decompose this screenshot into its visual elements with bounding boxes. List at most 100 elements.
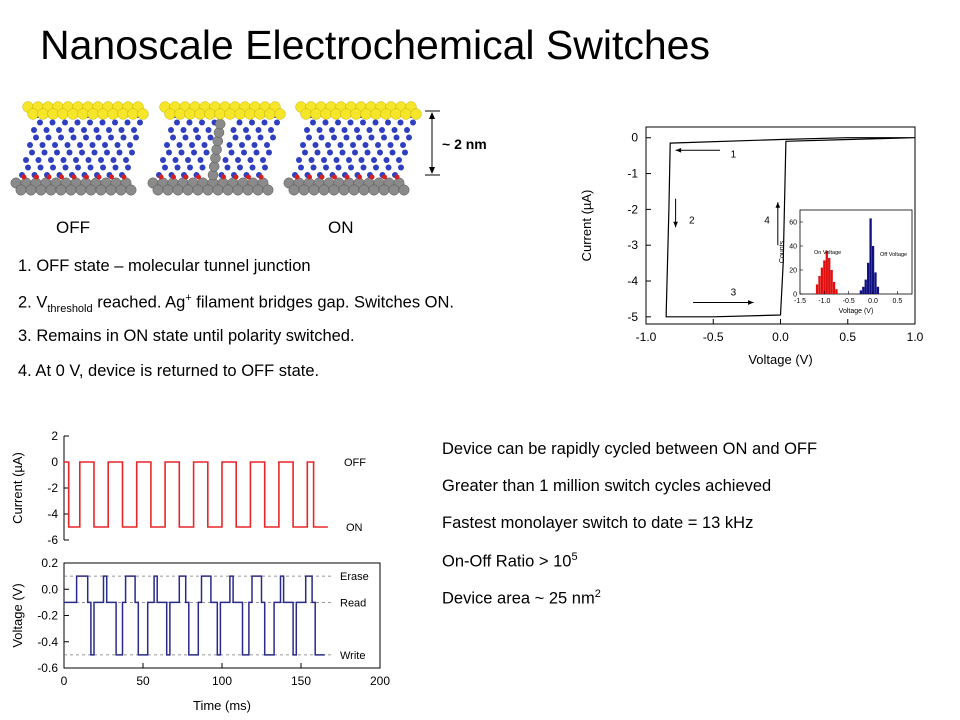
chain-atom (393, 134, 400, 141)
chain-atom (255, 127, 262, 133)
chain-atom (112, 164, 119, 171)
iv-y-tick-label: -1 (627, 167, 638, 181)
silver-atom (388, 184, 400, 196)
chain-atom (264, 142, 270, 148)
chain-atom (125, 164, 131, 171)
chain-atom (323, 164, 329, 171)
chain-atom (174, 164, 181, 171)
gold-atom (380, 108, 392, 120)
junction-panel (283, 101, 422, 196)
chain-atom (104, 149, 110, 156)
gold-atom (127, 108, 139, 120)
silver-atom (162, 184, 174, 196)
chain-atom (270, 134, 276, 141)
chain-atom (54, 149, 60, 156)
chain-atom (43, 127, 50, 133)
chain-atom (391, 127, 398, 133)
chain-atom (346, 157, 352, 163)
chain-atom (362, 142, 369, 148)
sulfur-atom (84, 174, 89, 180)
chain-atom (335, 119, 341, 126)
sulfur-atom (369, 174, 375, 180)
silver-atom (15, 184, 27, 196)
chain-atom (50, 164, 56, 171)
sulfur-atom (258, 174, 264, 180)
chain-atom (60, 157, 67, 163)
gold-atom (67, 108, 79, 120)
voltage-x-tick-label: 0 (61, 674, 68, 688)
iv-arrow-head (748, 300, 754, 305)
silver-atom (348, 184, 360, 196)
chain-atom (327, 149, 333, 156)
chain-atom (199, 164, 206, 171)
chain-atom (325, 142, 331, 148)
inset-y-tick-label: 40 (789, 244, 797, 251)
sulfur-atom (46, 174, 52, 180)
chain-atom (261, 119, 268, 126)
chain-atom (304, 127, 310, 133)
gold-atom (300, 108, 312, 120)
chain-atom (70, 134, 77, 141)
chain-atom (404, 127, 410, 133)
chain-atom (62, 164, 69, 171)
current-y-tick-label: -4 (47, 507, 58, 521)
silver-atom (298, 184, 310, 196)
gold-atom (274, 108, 286, 120)
chain-atom (243, 127, 249, 133)
step-item: 3. Remains in ON state until polarity sw… (18, 327, 355, 345)
inset-x-tick-label: 0.5 (893, 298, 903, 305)
chain-atom (164, 142, 170, 148)
chain-atom (360, 119, 366, 126)
chain-atom (235, 157, 241, 163)
inset-x-tick-label: -1.5 (794, 298, 806, 305)
silver-atom (125, 184, 137, 196)
iv-y-axis-label: Current (µA) (579, 190, 594, 262)
sulfur-atom (59, 174, 64, 180)
chain-atom (296, 157, 302, 163)
chain-atom (73, 157, 79, 163)
silver-atom (85, 184, 97, 196)
step-item: 2. Vthreshold reached. Ag+ filament brid… (18, 292, 455, 315)
chain-atom (245, 134, 251, 141)
chain-atom (106, 127, 112, 133)
chain-atom (62, 119, 68, 126)
chain-atom (114, 142, 121, 148)
chain-atom (316, 127, 323, 133)
gold-atom (410, 108, 422, 120)
sulfur-atom (196, 174, 201, 180)
chain-atom (176, 142, 183, 148)
device-facts-list: Device can be rapidly cycled between ON … (442, 440, 942, 625)
gold-atom (87, 108, 99, 120)
chain-atom (133, 134, 139, 141)
chain-atom (131, 127, 137, 133)
chain-atom (339, 149, 346, 156)
gold-atom (330, 108, 342, 120)
gold-atom (47, 108, 59, 120)
gold-atom (234, 108, 246, 120)
chain-atom (187, 164, 193, 171)
silver-atom (338, 184, 350, 196)
inset-bar (823, 260, 826, 294)
chain-atom (48, 157, 54, 163)
chain-atom (37, 119, 43, 126)
chain-atom (178, 149, 185, 156)
inset-x-tick-label: -1.0 (818, 298, 830, 305)
chain-atom (33, 134, 39, 141)
iv-step-annotation: 4 (764, 216, 770, 227)
chain-atom (262, 164, 268, 171)
chain-atom (350, 142, 356, 148)
sulfur-atom (357, 174, 362, 180)
reference-line-label: Write (340, 650, 365, 662)
chain-atom (25, 164, 31, 171)
gold-atom (57, 108, 69, 120)
chain-atom (372, 119, 379, 126)
voltage-x-tick-label: 150 (291, 674, 311, 688)
chain-atom (49, 119, 56, 126)
silver-atom (318, 184, 330, 196)
sulfur-atom (171, 174, 176, 180)
chain-atom (331, 134, 337, 141)
chain-atom (27, 142, 33, 148)
gold-atom (27, 108, 39, 120)
voltage-x-tick-label: 200 (370, 674, 390, 688)
sulfur-atom (221, 174, 226, 180)
